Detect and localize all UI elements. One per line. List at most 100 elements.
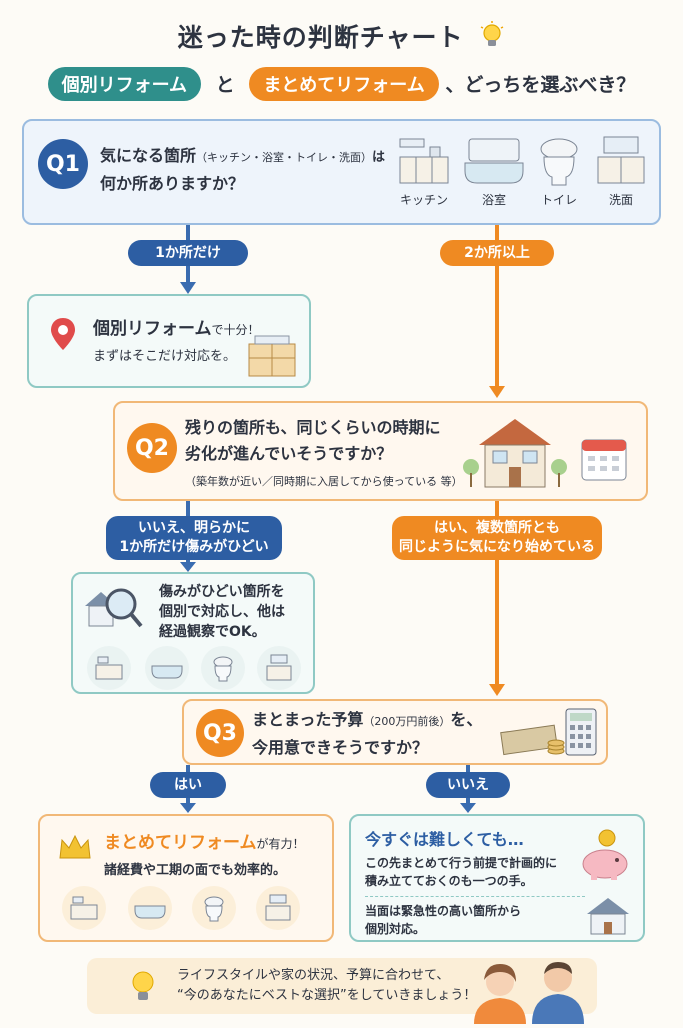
q3-badge: Q3 xyxy=(196,709,244,757)
result-save-plan: この先まとめて行う前提で計画的に 積み立てておくのも一つの手。 xyxy=(365,854,575,890)
subtitle: 個別リフォーム と まとめてリフォーム 、どっちを選ぶべき？ xyxy=(0,67,683,101)
q1-left-arrow-line xyxy=(186,266,190,284)
result-save-divider xyxy=(365,896,585,897)
q2-left-arrowhead xyxy=(180,562,196,572)
result-save-head: 今すぐは難しくても… xyxy=(365,830,524,849)
result-single-head-tail: で十分！ xyxy=(211,323,260,337)
q1-right-connector xyxy=(495,225,499,241)
q3-left-connector xyxy=(186,765,190,773)
q1-right-arrow-line xyxy=(495,266,499,388)
magnifier-house-icon xyxy=(83,582,145,640)
q3-branch-yes: はい xyxy=(150,772,226,798)
result-single-body: まずはそこだけ対応を。 xyxy=(93,349,237,364)
money-calculator-icon xyxy=(500,707,598,763)
q2-right-connector xyxy=(495,501,499,517)
washbasin-icon xyxy=(597,136,645,184)
result-bulk-text: まとめてリフォームが有力！ 諸経費や工期の面でも効率的。 xyxy=(104,828,332,878)
toilet-small-icon xyxy=(201,646,245,690)
q3-line2: 今用意できそうですか？ xyxy=(252,738,429,757)
q2-branch-no: いいえ、明らかに 1か所だけ傷みがひどい xyxy=(106,516,282,560)
small-house-icon xyxy=(585,896,631,940)
q2-badge: Q2 xyxy=(127,423,177,473)
q2-branch-yes-line1: はい、複数箇所とも xyxy=(434,520,560,536)
q1-line1: 気になる箇所 xyxy=(100,146,197,165)
bulk-reform-pill: まとめてリフォーム xyxy=(249,67,439,101)
q1-right-arrowhead xyxy=(489,386,505,398)
result-partial-line2: 個別で対応し、他は xyxy=(159,604,285,620)
result-bulk-head: まとめてリフォーム xyxy=(104,833,257,853)
q1-left-connector xyxy=(186,225,190,241)
kitchen-item: キッチン xyxy=(394,135,454,208)
q3-line1-end: を、 xyxy=(450,710,483,729)
q1-left-arrowhead xyxy=(180,282,196,294)
bathtub-icon xyxy=(464,138,524,184)
result-single-box: 個別リフォームで十分！ まずはそこだけ対応を。 xyxy=(27,294,311,388)
result-save-line4: 個別対応。 xyxy=(365,922,426,936)
q3-box: Q3 まとまった予算（200万円前後）を、 今用意できそうですか？ xyxy=(182,699,608,765)
cabinet-icon xyxy=(247,334,297,382)
calendar-icon xyxy=(579,433,629,487)
kitchen-icon xyxy=(399,138,449,184)
title-text: 迷った時の判断チャート xyxy=(177,23,464,52)
result-bulk-body: 諸経費や工期の面でも効率的。 xyxy=(104,863,287,878)
result-bulk-head-tail: が有力！ xyxy=(256,837,305,851)
q3-branch-no: いいえ xyxy=(426,772,510,798)
result-save-box: 今すぐは難しくても… この先まとめて行う前提で計画的に 積み立てておくのも一つの… xyxy=(349,814,645,942)
q2-line2: 劣化が進んでいそうですか？ xyxy=(185,444,393,463)
result-bulk-box: まとめてリフォームが有力！ 諸経費や工期の面でも効率的。 xyxy=(38,814,334,942)
result-save-line3: 当面は緊急性の高い箇所から xyxy=(365,904,522,918)
subtitle-suffix: 、どっちを選ぶべき？ xyxy=(445,74,636,96)
bath-item: 浴室 xyxy=(462,135,526,208)
q3-left-arrowhead xyxy=(180,803,196,813)
q2-note: （築年数が近い／同時期に入居してから使っている 等） xyxy=(185,475,463,488)
q1-question: 気になる箇所（キッチン・浴室・トイレ・洗面）は 何か所ありますか？ xyxy=(100,143,400,197)
q2-right-arrowhead xyxy=(489,684,505,696)
toilet-item: トイレ xyxy=(534,135,584,208)
q1-branch-single: 1か所だけ xyxy=(128,240,248,266)
q2-box: Q2 残りの箇所も、同じくらいの時期に 劣化が進んでいそうですか？ （築年数が近… xyxy=(113,401,648,501)
washbasin-small-icon xyxy=(257,646,301,690)
q3-right-connector xyxy=(466,765,470,773)
q3-left-arrow-line xyxy=(186,798,190,804)
kitchen-small-icon xyxy=(87,646,131,690)
q3-right-arrow-line xyxy=(466,798,470,804)
washbasin-bulk-icon xyxy=(256,886,300,930)
result-save-urgent: 当面は緊急性の高い箇所から 個別対応。 xyxy=(365,902,565,938)
location-pin-icon xyxy=(49,316,77,356)
toilet-bulk-icon xyxy=(192,886,236,930)
q1-box: Q1 気になる箇所（キッチン・浴室・トイレ・洗面）は 何か所ありますか？ キッチ… xyxy=(22,119,661,225)
bathtub-small-icon xyxy=(145,646,189,690)
q3-right-arrowhead xyxy=(460,803,476,813)
q2-branch-yes-line2: 同じように気になり始めている xyxy=(399,539,595,555)
q3-line1: まとまった予算 xyxy=(252,710,364,729)
piggy-bank-icon xyxy=(577,828,633,886)
kitchen-bulk-icon xyxy=(62,886,106,930)
q2-branch-yes: はい、複数箇所とも 同じように気になり始めている xyxy=(392,516,602,560)
result-save-line1: この先まとめて行う前提で計画的に xyxy=(365,856,558,870)
q2-left-connector xyxy=(186,501,190,517)
q1-line2: 何か所ありますか？ xyxy=(100,174,245,193)
washroom-label: 洗面 xyxy=(608,193,633,207)
q2-branch-no-line1: いいえ、明らかに xyxy=(138,520,250,536)
bath-label: 浴室 xyxy=(481,193,506,207)
result-partial-text: 傷みがひどい箇所を 個別で対応し、他は 経過観察でOK。 xyxy=(159,582,309,642)
q1-note: （キッチン・浴室・トイレ・洗面） xyxy=(196,151,373,164)
lightbulb-footer-icon xyxy=(129,968,157,1008)
result-save-line2: 積み立てておくのも一つの手。 xyxy=(365,874,533,888)
result-single-text: 個別リフォームで十分！ まずはそこだけ対応を。 xyxy=(93,314,293,364)
footer-text: ライフスタイルや家の状況、予算に合わせて、 “今のあなたにベストな選択”をしてい… xyxy=(177,966,477,1006)
couple-illustration xyxy=(470,944,590,1028)
kitchen-label: キッチン xyxy=(399,193,448,207)
q2-right-arrow-line xyxy=(495,560,499,684)
result-partial-line3: 経過観察でOK。 xyxy=(159,624,266,640)
result-partial-box: 傷みがひどい箇所を 個別で対応し、他は 経過観察でOK。 xyxy=(71,572,315,694)
result-partial-line1: 傷みがひどい箇所を xyxy=(159,584,285,600)
bathtub-bulk-icon xyxy=(128,886,172,930)
q1-line1-end: は xyxy=(372,150,386,165)
house-icon xyxy=(463,415,567,495)
q2-line1: 残りの箇所も、同じくらいの時期に xyxy=(185,418,441,437)
footer-line1: ライフスタイルや家の状況、予算に合わせて、 xyxy=(177,968,450,983)
footer-line2: “今のあなたにベストな選択”をしていきましょう！ xyxy=(177,988,477,1003)
toilet-icon xyxy=(540,138,578,186)
crown-icon xyxy=(58,834,92,866)
